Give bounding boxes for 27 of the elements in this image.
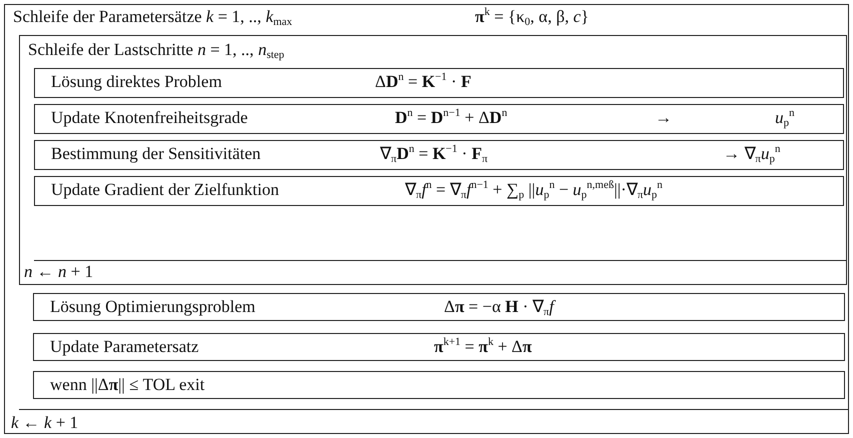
step-label: Update Knotenfreiheitsgrade [51,108,248,128]
process-block [33,333,845,361]
process-block [34,140,844,170]
loop-block [4,4,849,434]
process-block [34,68,844,98]
step-label: wenn ||Δπ|| ≤ TOL exit [50,375,205,395]
loop-increment: k ← k + 1 [11,413,78,433]
formula: ∇$_{π}$D$^{n}$ = K$^{−1}$ · F$_{π}$ [380,144,488,164]
loop-heading: Schleife der Lastschritte n = 1, .., n$_{step}$ [28,40,284,60]
formula: Δπ = −α H · ∇$_{π}$f [444,297,554,317]
process-block [33,293,845,321]
formula: → [655,108,672,128]
process-block [34,176,844,206]
step-label: Update Gradient der Zielfunktion [51,180,280,200]
step-label: Bestimmung der Sensitivitäten [51,144,261,164]
formula: π$^{k}$ = {κ$_{0}$, α, β, c} [475,7,589,27]
process-block [33,371,845,399]
step-label: Lösung Optimierungsproblem [50,297,256,317]
formula: ΔD$^{n}$ = K$^{−1}$ · F [375,72,472,92]
process-block [34,104,844,134]
loop-increment: n ← n + 1 [24,262,94,282]
loop-block [19,35,847,285]
step-label: Update Parametersatz [50,337,199,357]
loop-heading: Schleife der Parametersätze k = 1, .., k$_{max}$ [13,7,292,27]
step-label: Lösung direktes Problem [51,72,222,92]
formula: π$^{k+1}$ = π$^{k}$ + Δπ [434,337,532,357]
formula: D$^{n}$ = D$^{n−1}$ + ΔD$^{n}$ [395,108,508,128]
